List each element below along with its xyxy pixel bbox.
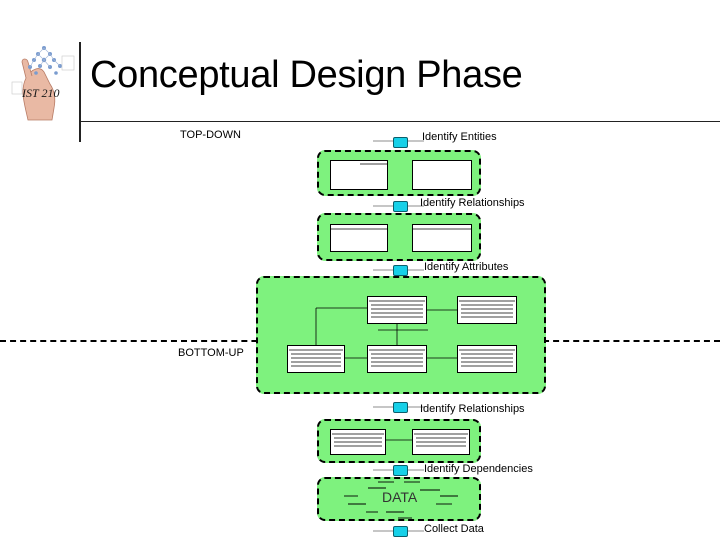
connector-relationships bbox=[393, 201, 408, 212]
entity-box bbox=[330, 160, 388, 190]
step-identify-entities: Identify Entities bbox=[422, 131, 497, 143]
connector-attributes bbox=[393, 265, 408, 276]
hand-logo-icon bbox=[11, 46, 75, 121]
slide-title: Conceptual Design Phase bbox=[90, 54, 523, 96]
connector-dependencies bbox=[393, 465, 408, 476]
step-collect-data: Collect Data bbox=[424, 523, 484, 535]
bottom-up-label: BOTTOM-UP bbox=[178, 347, 244, 359]
step-identify-relationships: Identify Relationships bbox=[420, 197, 525, 209]
logo-text: IST 210 bbox=[22, 86, 60, 100]
attributes-panel bbox=[256, 276, 546, 394]
header-vertical-rule bbox=[79, 42, 81, 142]
connector-entities bbox=[393, 137, 408, 148]
step-identify-dependencies: Identify Dependencies bbox=[424, 463, 533, 475]
step-identify-attributes: Identify Attributes bbox=[424, 261, 509, 273]
top-down-label: TOP-DOWN bbox=[180, 129, 241, 141]
connector-relationships-bottom bbox=[393, 402, 408, 413]
data-label: DATA bbox=[382, 489, 418, 505]
data-panel bbox=[317, 477, 481, 521]
step-identify-relationships-bottom: Identify Relationships bbox=[420, 403, 525, 415]
header-horizontal-rule bbox=[79, 121, 720, 122]
connector-collect-data bbox=[393, 526, 408, 537]
entity-box bbox=[412, 160, 472, 190]
